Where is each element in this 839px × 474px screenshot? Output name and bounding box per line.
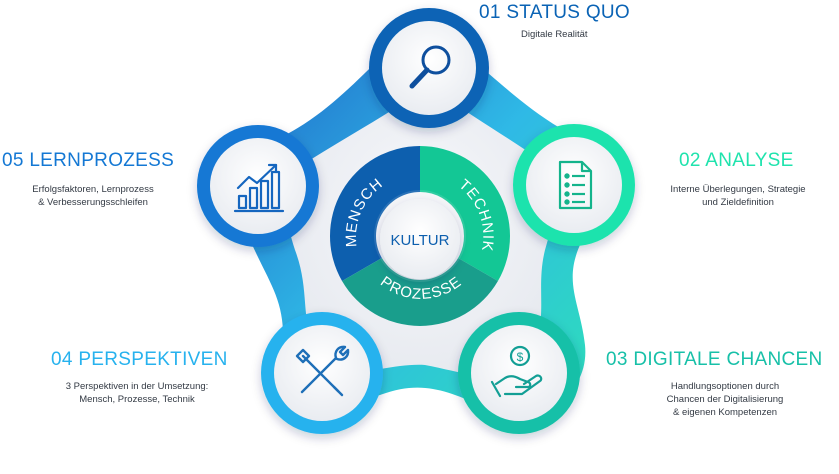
step-05-description: Erfolgsfaktoren, Lernprozess & Verbesser… [18,183,168,209]
node-face [382,21,476,115]
step-01-description: Digitale Realität [521,28,588,41]
hand-coin-icon: $ [490,345,543,398]
center-hub [380,199,460,279]
step-05-desc-line: Erfolgsfaktoren, Lernprozess [32,184,154,195]
ring-segment-mensch [330,146,420,281]
svg-text:$: $ [517,350,524,364]
step-03-desc-line: Handlungsoptionen durch [670,381,780,392]
step-04-description: 3 Perspektiven in der Umsetzung: Mensch,… [52,380,222,406]
step-01-title: 01 STATUS QUO [479,2,631,23]
step-04-desc-line: 3 Perspektiven in der Umsetzung: [65,381,209,392]
step-04-title: 04 PERSPEKTIVEN [51,349,228,370]
step-02-description: Interne Überlegungen, Strategie und Ziel… [663,183,813,209]
step-04-desc-line: Mensch, Prozesse, Technik [79,394,195,405]
node-face [471,325,567,421]
step-02-desc-line: und Zieldefinition [702,197,774,208]
step-01-desc-line: Digitale Realität [521,29,588,40]
node-face [210,138,306,234]
step-03-desc-line: & eigenen Kompetenzen [672,407,778,418]
center-ring: KULTUR MENSCH TECHNIK PROZESSE [330,146,510,327]
ring-segment-technik [420,146,510,281]
node-01-status-quo [369,8,489,128]
ring-segment-prozesse [342,258,498,327]
node-05-lernprozess [197,125,319,247]
document-checklist-icon [558,160,593,210]
bar-chart-growth-icon [233,163,285,213]
step-03-title: 03 DIGITALE CHANCEN [606,349,823,370]
center-label: KULTUR [391,232,450,249]
tools-icon [295,345,350,397]
step-03-description: Handlungsoptionen durch Chancen der Digi… [650,380,800,419]
step-05-desc-line: & Verbesserungsschleifen [38,197,148,208]
node-03-digitale-chancen [458,312,580,434]
step-03-desc-line: Chancen der Digitalisierung [666,394,784,405]
step-02-title: 02 ANALYSE [679,150,794,171]
search-icon [409,45,451,89]
step-05-title: 05 LERNPROZESS [2,150,175,171]
step-02-desc-line: Interne Überlegungen, Strategie [670,184,806,195]
